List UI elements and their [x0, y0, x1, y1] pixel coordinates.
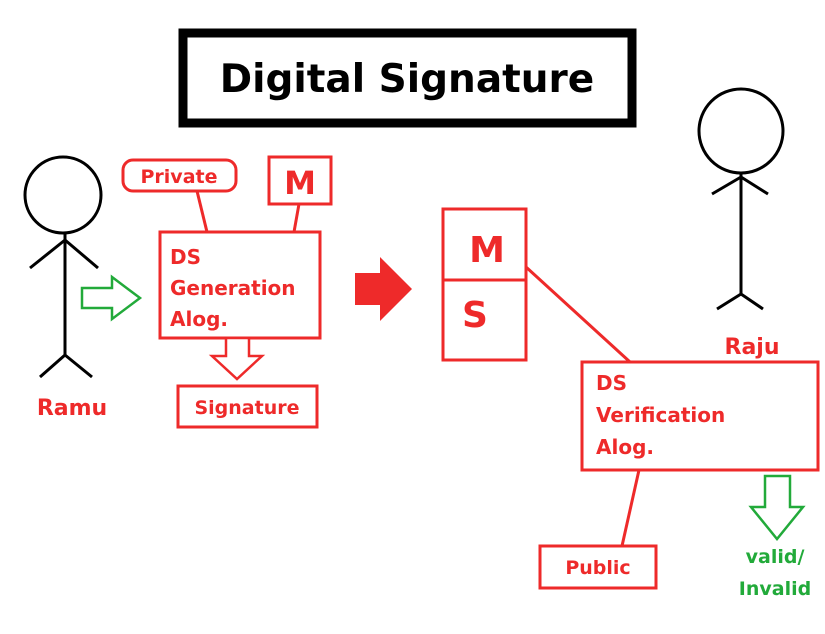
private-key-label: Private: [141, 166, 218, 188]
message-box: M: [267, 155, 333, 206]
packet-signature-label: S: [462, 295, 488, 336]
public-key-box: Public: [538, 544, 658, 590]
result-line-1: valid/: [746, 546, 805, 568]
transfer-arrow-icon: [355, 257, 412, 321]
message-label: M: [284, 164, 316, 202]
raju-label: Raju: [725, 335, 780, 360]
generation-line-2: Generation: [170, 276, 296, 300]
generation-line-3: Alog.: [170, 307, 228, 331]
ds-verification-box: DS Verification Alog.: [580, 360, 820, 472]
signature-box: Signature: [176, 384, 319, 429]
down-arrow-icon: [208, 336, 266, 381]
verification-line-3: Alog.: [596, 435, 654, 459]
packet-message-label: M: [469, 230, 505, 271]
verification-line-1: DS: [596, 371, 627, 395]
input-arrow-icon: [80, 274, 143, 322]
raju-stick-figure: [697, 87, 785, 311]
result-arrow-icon: [748, 474, 806, 541]
signed-message-packet: M S: [441, 207, 528, 362]
ds-generation-box: DS Generation Alog.: [158, 230, 322, 340]
public-key-label: Public: [565, 557, 630, 579]
generation-line-1: DS: [170, 245, 201, 269]
title-box: Digital Signature: [178, 28, 637, 128]
private-key-badge: Private: [121, 158, 238, 193]
verification-line-2: Verification: [596, 403, 725, 427]
signature-label: Signature: [194, 397, 299, 419]
result-line-2: Invalid: [739, 578, 811, 600]
ramu-label: Ramu: [37, 396, 107, 421]
diagram-title: Digital Signature: [220, 57, 594, 102]
ramu-stick-figure: [23, 155, 103, 379]
